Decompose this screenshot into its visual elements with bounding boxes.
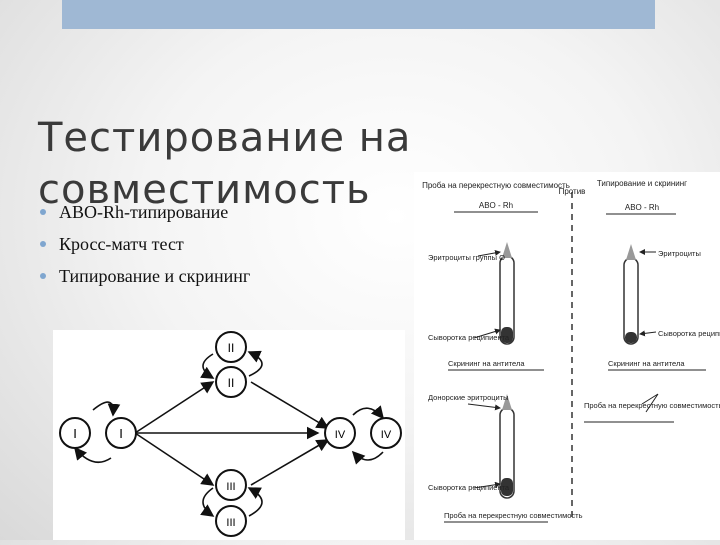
flow-arrow <box>135 433 213 485</box>
svg-text:II: II <box>228 341 235 355</box>
bullet-item: Типирование и скрининг <box>40 260 250 292</box>
bullet-text: Типирование и скрининг <box>59 260 250 292</box>
flow-arrow <box>251 440 328 485</box>
svg-text:III: III <box>226 517 235 529</box>
bullet-dot-icon <box>40 241 46 247</box>
blood-compatibility-flow-diagram: I I II II III III IV IV <box>53 330 405 540</box>
test-tube-right <box>624 244 638 344</box>
label-serum-left: Сыворотка реципиента <box>428 333 510 342</box>
svg-text:IV: IV <box>381 429 392 441</box>
bullet-list: ABO-Rh-типирование Кросс-матч тест Типир… <box>40 196 250 292</box>
top-accent-band <box>62 0 655 29</box>
node-outer-right: IV <box>371 418 401 448</box>
label-rbc-group-o: Эритроциты группы О <box>428 253 505 262</box>
node-bottom: III <box>216 470 246 500</box>
svg-text:II: II <box>228 376 235 390</box>
right-header: Типирование и скрининг <box>597 179 687 188</box>
node-left: I <box>106 418 136 448</box>
svg-text:I: I <box>119 426 123 441</box>
bullet-dot-icon <box>40 209 46 215</box>
left-sub: ABO - Rh <box>479 201 513 210</box>
bullet-text: ABO-Rh-типирование <box>59 196 228 228</box>
node-right: IV <box>325 418 355 448</box>
node-bottom-outer: III <box>216 506 246 536</box>
bullet-item: Кросс-матч тест <box>40 228 250 260</box>
label-crossmatch-bottom: Проба на перекрестную совместимость <box>444 511 583 520</box>
svg-text:IV: IV <box>335 429 346 441</box>
node-top: II <box>216 367 246 397</box>
right-sub: ABO - Rh <box>625 203 659 212</box>
svg-text:I: I <box>73 426 77 441</box>
versus-label: Против <box>559 187 586 196</box>
bullet-dot-icon <box>40 273 46 279</box>
flow-arrow <box>135 382 213 433</box>
bullet-text: Кросс-матч тест <box>59 228 184 260</box>
left-header: Проба на перекрестную совместимость <box>422 181 570 190</box>
label-screening-left: Скрининг на антитела <box>448 359 525 368</box>
svg-text:III: III <box>226 481 235 493</box>
label-rbc-right: Эритроциты <box>658 249 701 258</box>
node-outer-left: I <box>60 418 90 448</box>
label-serum-right: Сыворотка реципиента <box>658 329 720 338</box>
label-donor-rbc: Донорские эритроциты <box>428 393 509 402</box>
node-top-outer: II <box>216 332 246 362</box>
bullet-item: ABO-Rh-типирование <box>40 196 250 228</box>
test-tube-comparison-figure: Проба на перекрестную совместимость ABO … <box>414 172 720 540</box>
flow-arrow <box>251 382 328 428</box>
label-screening-right: Скрининг на антитела <box>608 359 685 368</box>
